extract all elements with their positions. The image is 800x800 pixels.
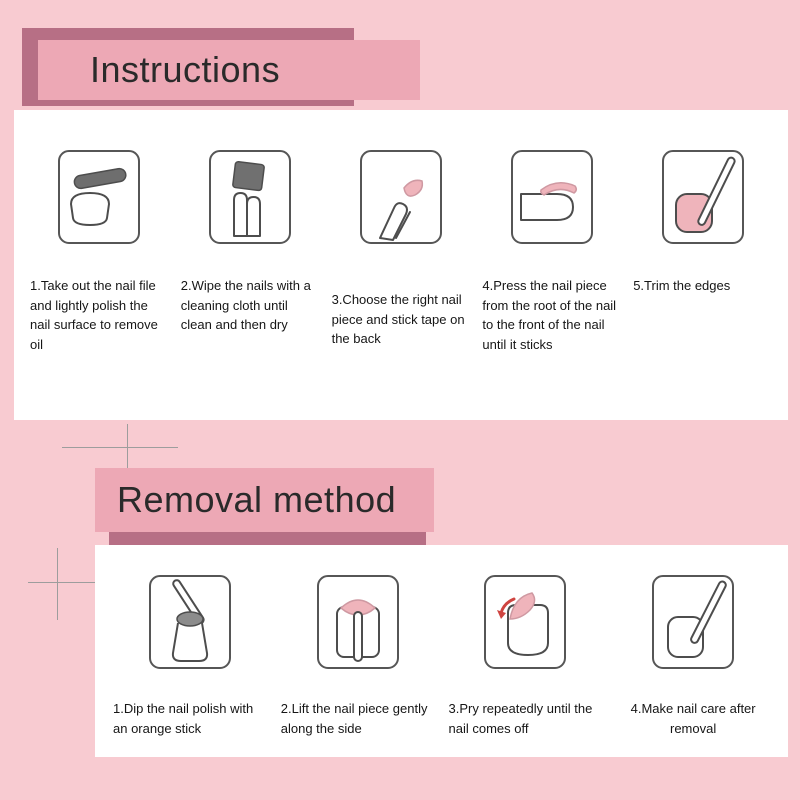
- instructions-title-box: Instructions: [38, 40, 420, 100]
- step-caption: 2.Wipe the nails with a cleaning cloth u…: [180, 278, 311, 332]
- crosshair-horizontal-line: [62, 447, 178, 448]
- pry-nail-off-icon: [484, 575, 567, 669]
- crosshair-vertical-line: [127, 424, 128, 480]
- instruction-step-1: 1.Take out the nail file and lightly pol…: [28, 150, 171, 420]
- crosshair-horizontal-line: [28, 582, 118, 583]
- removal-step-3: 3.Pry repeatedly until the nail comes of…: [447, 575, 605, 757]
- removal-step-4: 4.Make nail care after removal: [614, 575, 772, 757]
- step-caption: 3.Pry repeatedly until the nail comes of…: [448, 701, 593, 736]
- removal-title-box: Removal method: [95, 468, 434, 532]
- dip-orange-stick-icon: [148, 575, 231, 669]
- press-nail-piece-icon: [510, 150, 593, 244]
- instruction-step-5: 5.Trim the edges: [631, 150, 774, 420]
- removal-step-1: 1.Dip the nail polish with an orange sti…: [111, 575, 269, 757]
- choose-nail-piece-icon: [359, 150, 442, 244]
- step-caption: 1.Take out the nail file and lightly pol…: [30, 278, 158, 352]
- removal-steps: 1.Dip the nail polish with an orange sti…: [95, 545, 788, 757]
- step-caption: 1.Dip the nail polish with an orange sti…: [113, 701, 254, 736]
- wipe-cloth-icon: [209, 150, 292, 244]
- instruction-step-2: 2.Wipe the nails with a cleaning cloth u…: [179, 150, 322, 420]
- step-caption: 5.Trim the edges: [633, 278, 731, 293]
- instructions-title: Instructions: [90, 49, 281, 90]
- removal-step-2: 2.Lift the nail piece gently along the s…: [279, 575, 437, 757]
- lift-nail-piece-icon: [316, 575, 399, 669]
- step-caption: 2.Lift the nail piece gently along the s…: [280, 701, 428, 736]
- instructions-steps: 1.Take out the nail file and lightly pol…: [14, 110, 788, 420]
- instructions-panel: 1.Take out the nail file and lightly pol…: [14, 110, 788, 420]
- step-caption: 4.Press the nail piece from the root of …: [482, 278, 617, 352]
- crosshair-vertical-line: [57, 548, 58, 620]
- step-caption: 4.Make nail care after removal: [630, 701, 756, 736]
- nail-file-polish-icon: [58, 150, 141, 244]
- removal-title: Removal method: [117, 479, 397, 520]
- trim-edges-icon: [661, 150, 744, 244]
- removal-panel: 1.Dip the nail polish with an orange sti…: [95, 545, 788, 757]
- instruction-step-4: 4.Press the nail piece from the root of …: [480, 150, 623, 420]
- instruction-step-3: 3.Choose the right nail piece and stick …: [330, 150, 473, 420]
- step-caption: 3.Choose the right nail piece and stick …: [331, 292, 465, 346]
- nail-care-icon: [652, 575, 735, 669]
